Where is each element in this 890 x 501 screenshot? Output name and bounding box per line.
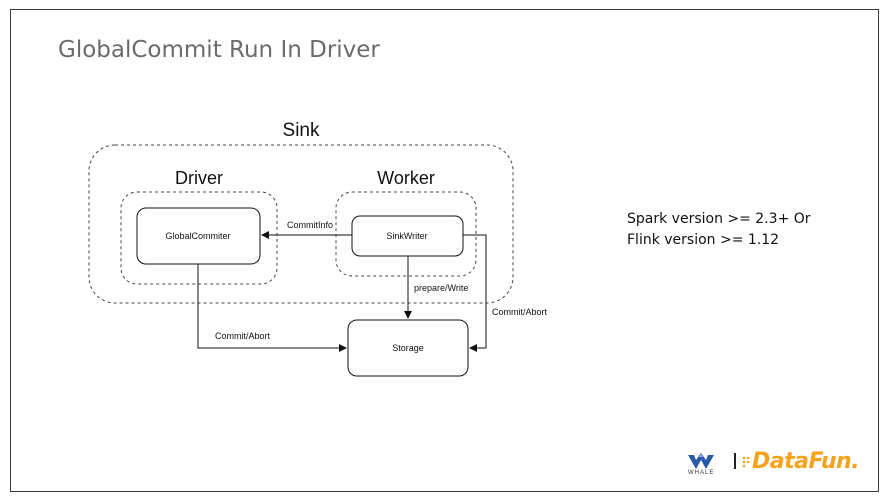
global-commiter-label: GlobalCommiter <box>165 231 230 241</box>
sink-writer-label: SinkWriter <box>386 231 427 241</box>
driver-group-label: Driver <box>175 168 223 188</box>
version-note: Spark version >= 2.3+ Or Flink version >… <box>627 209 811 251</box>
whale-logo-text: WHALE <box>688 470 715 476</box>
edge-commit-abort-left-label: Commit/Abort <box>215 331 271 341</box>
worker-group-label: Worker <box>377 168 435 188</box>
storage-label: Storage <box>392 343 424 353</box>
edge-commit-abort-right-label: Commit/Abort <box>492 307 548 317</box>
worker-group <box>335 191 477 277</box>
edge-commit-info-label: CommitInfo <box>287 220 333 230</box>
version-note-line-2: Flink version >= 1.12 <box>627 232 780 248</box>
datafun-logo-text: DataFun. <box>752 449 860 474</box>
edge-commit-abort-left <box>197 264 347 352</box>
sink-group-label: Sink <box>283 120 320 141</box>
storage-node <box>347 319 469 377</box>
datafun-dots-icon <box>742 456 750 468</box>
edge-commit-abort-right <box>463 234 487 352</box>
whale-logo-icon <box>688 453 714 469</box>
slide-title: GlobalCommit Run In Driver <box>58 37 380 63</box>
logo-separator <box>734 453 736 469</box>
sink-group <box>88 144 514 304</box>
version-note-line-1: Spark version >= 2.3+ Or <box>627 211 811 227</box>
edge-prepare-write-label: prepare/Write <box>414 283 468 293</box>
driver-group <box>120 191 278 285</box>
